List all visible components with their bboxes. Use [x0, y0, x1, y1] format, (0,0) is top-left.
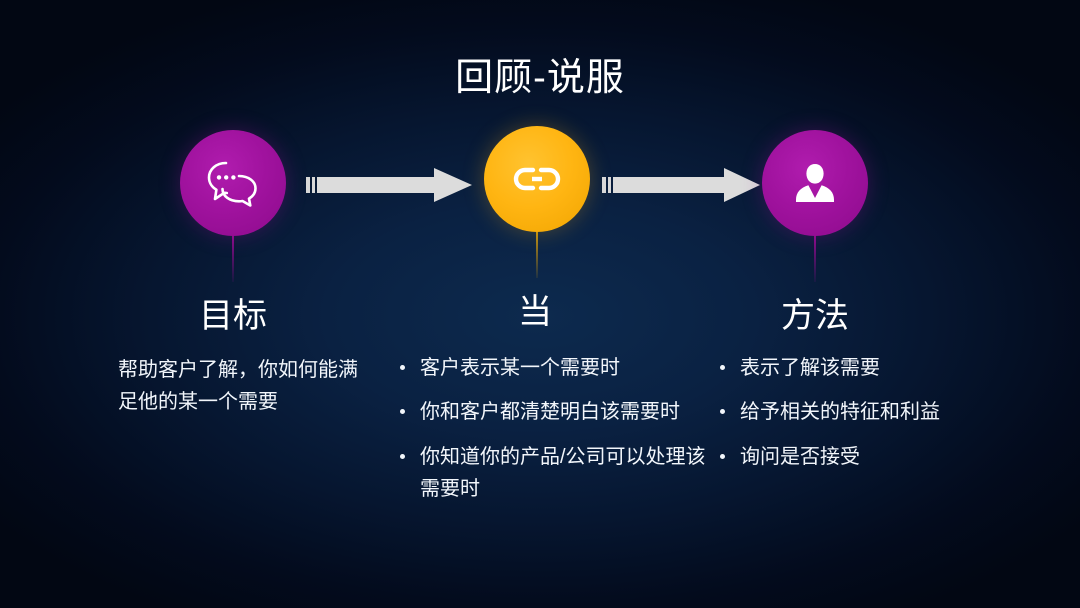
node-method-stem: [814, 236, 816, 282]
list-item: 客户表示某一个需要时: [398, 352, 710, 384]
chat-bubble-icon: [206, 159, 260, 207]
chain-link-icon: [511, 164, 563, 194]
list-item: 你和客户都清楚明白该需要时: [398, 396, 710, 428]
column-heading-goal: 目标: [199, 297, 267, 335]
node-when-circle[interactable]: [484, 126, 590, 232]
column-heading-method: 方法: [781, 297, 849, 335]
when-bullet-list: 客户表示某一个需要时 你和客户都清楚明白该需要时 你知道你的产品/公司可以处理该…: [398, 352, 710, 506]
list-item: 你知道你的产品/公司可以处理该需要时: [398, 441, 710, 506]
page-title: 回顾-说服: [455, 57, 625, 99]
list-item: 给予相关的特征和利益: [718, 396, 1018, 428]
column-heading-when: 当: [518, 293, 552, 331]
column-body-when: 客户表示某一个需要时 你和客户都清楚明白该需要时 你知道你的产品/公司可以处理该…: [398, 352, 710, 506]
flow-arrow-1: [306, 165, 472, 205]
list-item: 表示了解该需要: [718, 352, 1018, 384]
list-item: 询问是否接受: [718, 441, 1018, 473]
goal-paragraph: 帮助客户了解，你如何能满足他的某一个需要: [118, 359, 358, 414]
column-body-method: 表示了解该需要 给予相关的特征和利益 询问是否接受: [718, 352, 1018, 473]
flow-arrow-2: [602, 165, 760, 205]
node-method-circle[interactable]: [762, 130, 868, 236]
column-body-goal: 帮助客户了解，你如何能满足他的某一个需要: [118, 354, 368, 419]
person-icon: [792, 161, 838, 205]
node-goal-stem: [232, 236, 234, 282]
method-bullet-list: 表示了解该需要 给予相关的特征和利益 询问是否接受: [718, 352, 1018, 473]
node-when-stem: [536, 232, 538, 278]
node-goal-circle[interactable]: [180, 130, 286, 236]
